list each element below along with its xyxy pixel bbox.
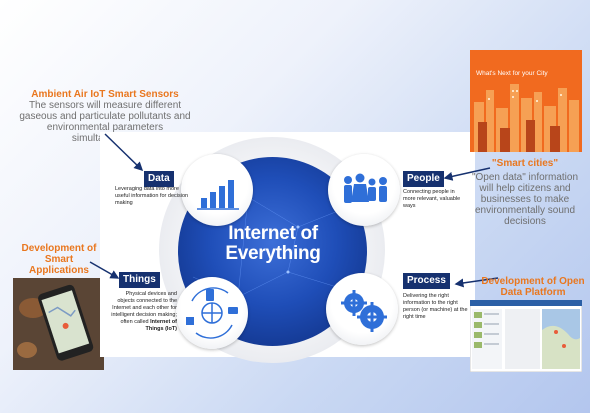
data-bubble — [181, 154, 253, 226]
people-description: Connecting people in more relevant, valu… — [403, 189, 461, 209]
process-description: Delivering the right information to the … — [403, 293, 468, 320]
things-description: Physical devices and objects connected t… — [107, 291, 177, 333]
connected-devices-icon — [186, 287, 238, 339]
process-label: Process — [403, 273, 450, 289]
city-image-caption: What's Next for your City — [476, 70, 548, 77]
people-bubble — [328, 154, 400, 226]
people-icon — [344, 173, 387, 203]
diagram-center-title: Internet of Everything — [225, 223, 321, 264]
data-description: Leveraging data into more useful informa… — [115, 186, 189, 206]
smart-cities-title: "Smart cities" — [491, 158, 559, 169]
things-bubble — [176, 277, 248, 349]
arrow-sensors-to-data — [104, 133, 144, 172]
data-label: Data — [144, 171, 174, 187]
things-label: Things — [119, 272, 160, 288]
open-data-platform-title: Development of Open Data Platform — [481, 276, 585, 298]
things-description-text: Physical devices and objects connected t… — [111, 291, 177, 325]
arrow-apps-to-things — [89, 261, 120, 279]
gears-icon — [341, 290, 387, 332]
smart-cities-description: "Open data" information will help citize… — [471, 172, 579, 227]
smart-apps-title: Development of Smart Applications — [21, 243, 97, 276]
open-data-platform-screenshot — [470, 300, 582, 372]
bar-chart-icon — [197, 180, 239, 210]
people-label: People — [403, 171, 444, 187]
smart-city-image — [470, 50, 582, 152]
arrow-cities-to-people — [443, 167, 491, 181]
process-bubble — [326, 273, 398, 345]
sensors-title: Ambient Air IoT Smart Sensors — [31, 89, 179, 100]
things-description-bold: Internet of Things (IoT) — [145, 319, 177, 332]
arrow-platform-to-process — [454, 277, 499, 288]
smartphone-photo — [13, 278, 104, 370]
